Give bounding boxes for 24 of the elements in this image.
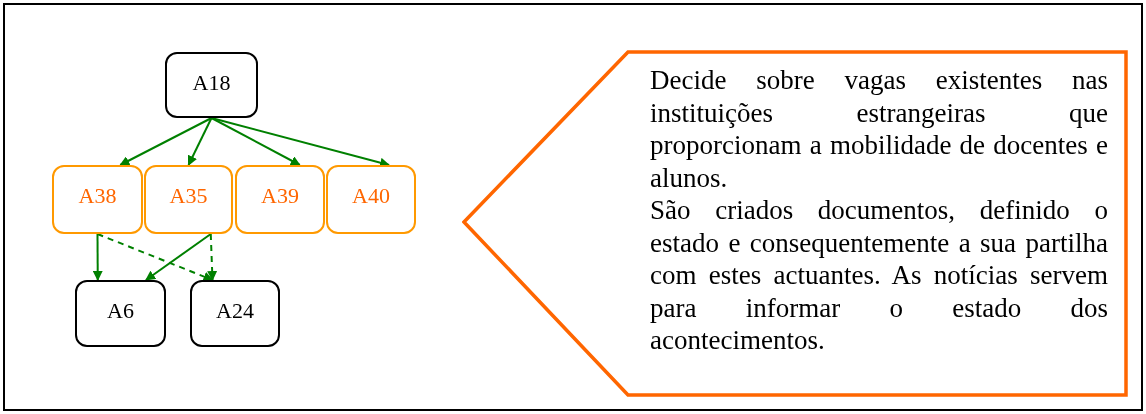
node-label: A6 (107, 297, 134, 325)
arrow (210, 117, 390, 168)
node-label: A39 (261, 182, 299, 210)
process-box (52, 165, 143, 234)
arrow (207, 233, 218, 281)
process-box (75, 280, 166, 347)
arrow (96, 233, 214, 282)
arrow (187, 117, 213, 166)
node-label: A24 (216, 297, 254, 325)
node-label: A40 (352, 182, 390, 210)
node-label: A38 (78, 182, 117, 210)
callout-text: Decide sobre vagas existentes nas instituições estrangeiras que proporcionam a mobilidade de docentes e alunos. (650, 64, 1108, 194)
node-label: A35 (169, 182, 208, 210)
process-box (326, 165, 416, 234)
process-box (144, 165, 233, 234)
process-box (235, 165, 325, 234)
arrow (92, 233, 103, 281)
arrow (145, 233, 212, 281)
node-label: A18 (192, 69, 231, 97)
callout-text: São criados documentos, definido o estado e consequentemente a sua partilha com estes actuantes. As notícias servem para informar o estado dos acontecimentos. (650, 194, 1108, 357)
arrow (119, 117, 213, 166)
process-box (190, 280, 280, 347)
process-box (165, 52, 258, 118)
arrow (210, 117, 301, 166)
